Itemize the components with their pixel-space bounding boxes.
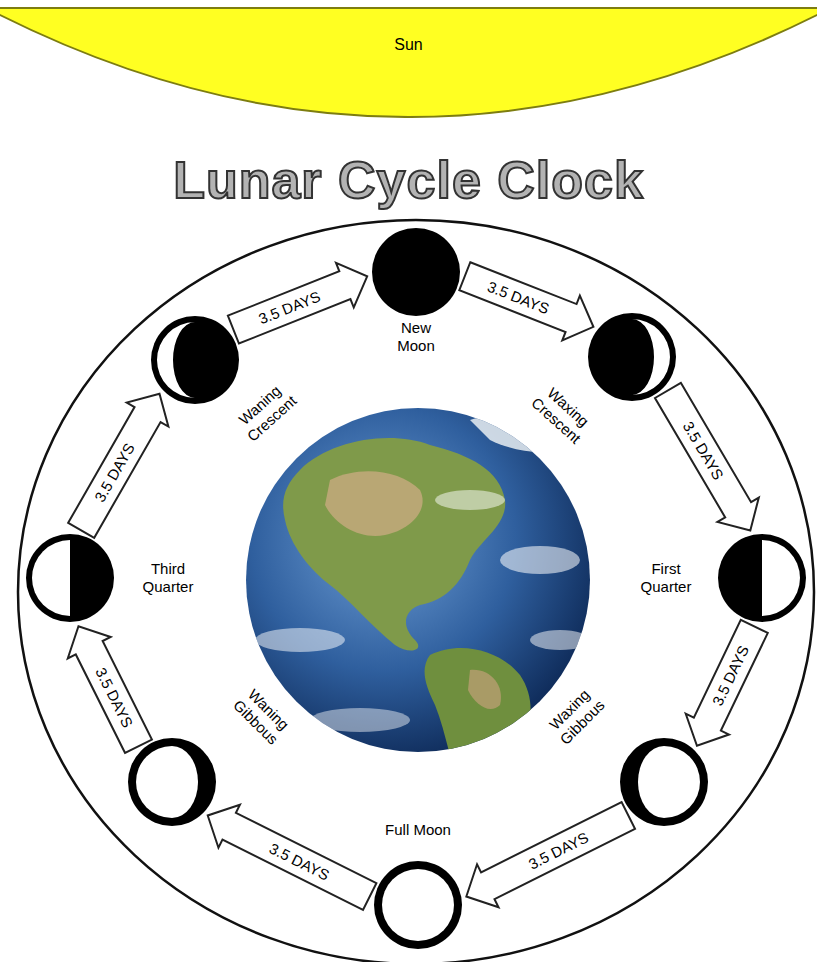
duration-label: 3.5 DAYS (710, 643, 752, 708)
duration-label: 3.5 DAYS (267, 840, 332, 882)
moon-light (157, 322, 195, 398)
moon-disk (374, 861, 462, 949)
block-arrow (675, 616, 776, 756)
orbit-ring (18, 220, 814, 962)
moon-disk (26, 534, 114, 622)
moon-light (632, 319, 670, 395)
block-arrow (60, 382, 180, 542)
sun-label: Sun (0, 0, 817, 54)
moon-phase (151, 316, 239, 404)
block-arrow (647, 378, 771, 542)
phase-label: Full Moon (385, 821, 451, 839)
moon-phase (374, 861, 462, 949)
moon-node: New Moon (372, 228, 460, 316)
duration-label: 3.5 DAYS (93, 665, 135, 730)
moon-node: First Quarter (718, 534, 806, 622)
moon-node: Full Moon (374, 861, 462, 949)
duration-label: 3.5 DAYS (526, 829, 591, 871)
moon-phase (620, 738, 708, 826)
moon-disk (620, 738, 708, 826)
moon-disk (128, 738, 216, 826)
moon-node: Waning Gibbous (128, 738, 216, 826)
moon-node: Waning Crescent (151, 316, 239, 404)
phase-label: Waning Crescent (229, 377, 302, 448)
moon-node: Waxing Crescent (588, 313, 676, 401)
moon-phase (718, 534, 806, 622)
phase-label: Third Quarter (135, 560, 201, 596)
sun-outline (0, 8, 817, 117)
phase-label: New Moon (383, 319, 449, 355)
moon-disk (151, 316, 239, 404)
moon-light (32, 540, 70, 616)
block-arrow (197, 794, 380, 918)
block-arrow (456, 254, 602, 349)
block-arrow (456, 794, 639, 918)
phase-label: Waning Gibbous (226, 680, 298, 752)
moon-light (638, 746, 700, 818)
moon-light (136, 746, 198, 818)
duration-label: 3.5 DAYS (256, 288, 322, 326)
duration-label: 3.5 DAYS (92, 441, 137, 505)
earth-globe (246, 408, 590, 752)
duration-label: 3.5 DAYS (485, 278, 551, 316)
moon-node: Waxing Gibbous (620, 738, 708, 826)
block-arrow (225, 254, 377, 352)
sun-band: Sun (0, 0, 817, 118)
sun-shape (0, 0, 817, 118)
block-arrow (57, 616, 160, 757)
moon-node: Third Quarter (26, 534, 114, 622)
moon-phase (128, 738, 216, 826)
moon-disk (588, 313, 676, 401)
phase-label: Waxing Gibbous (540, 680, 612, 752)
moon-disk (372, 228, 460, 316)
phase-label: Waxing Crescent (525, 379, 598, 450)
earth-land (255, 417, 590, 794)
moon-disk (718, 534, 806, 622)
moon-light (762, 540, 800, 616)
duration-label: 3.5 DAYS (680, 418, 726, 481)
moon-light (382, 869, 454, 941)
phase-label: First Quarter (633, 560, 699, 596)
moon-phase (26, 534, 114, 622)
moon-phase (372, 228, 460, 316)
moon-phase (588, 313, 676, 401)
diagram-title: Lunar Cycle Clock (0, 154, 817, 206)
